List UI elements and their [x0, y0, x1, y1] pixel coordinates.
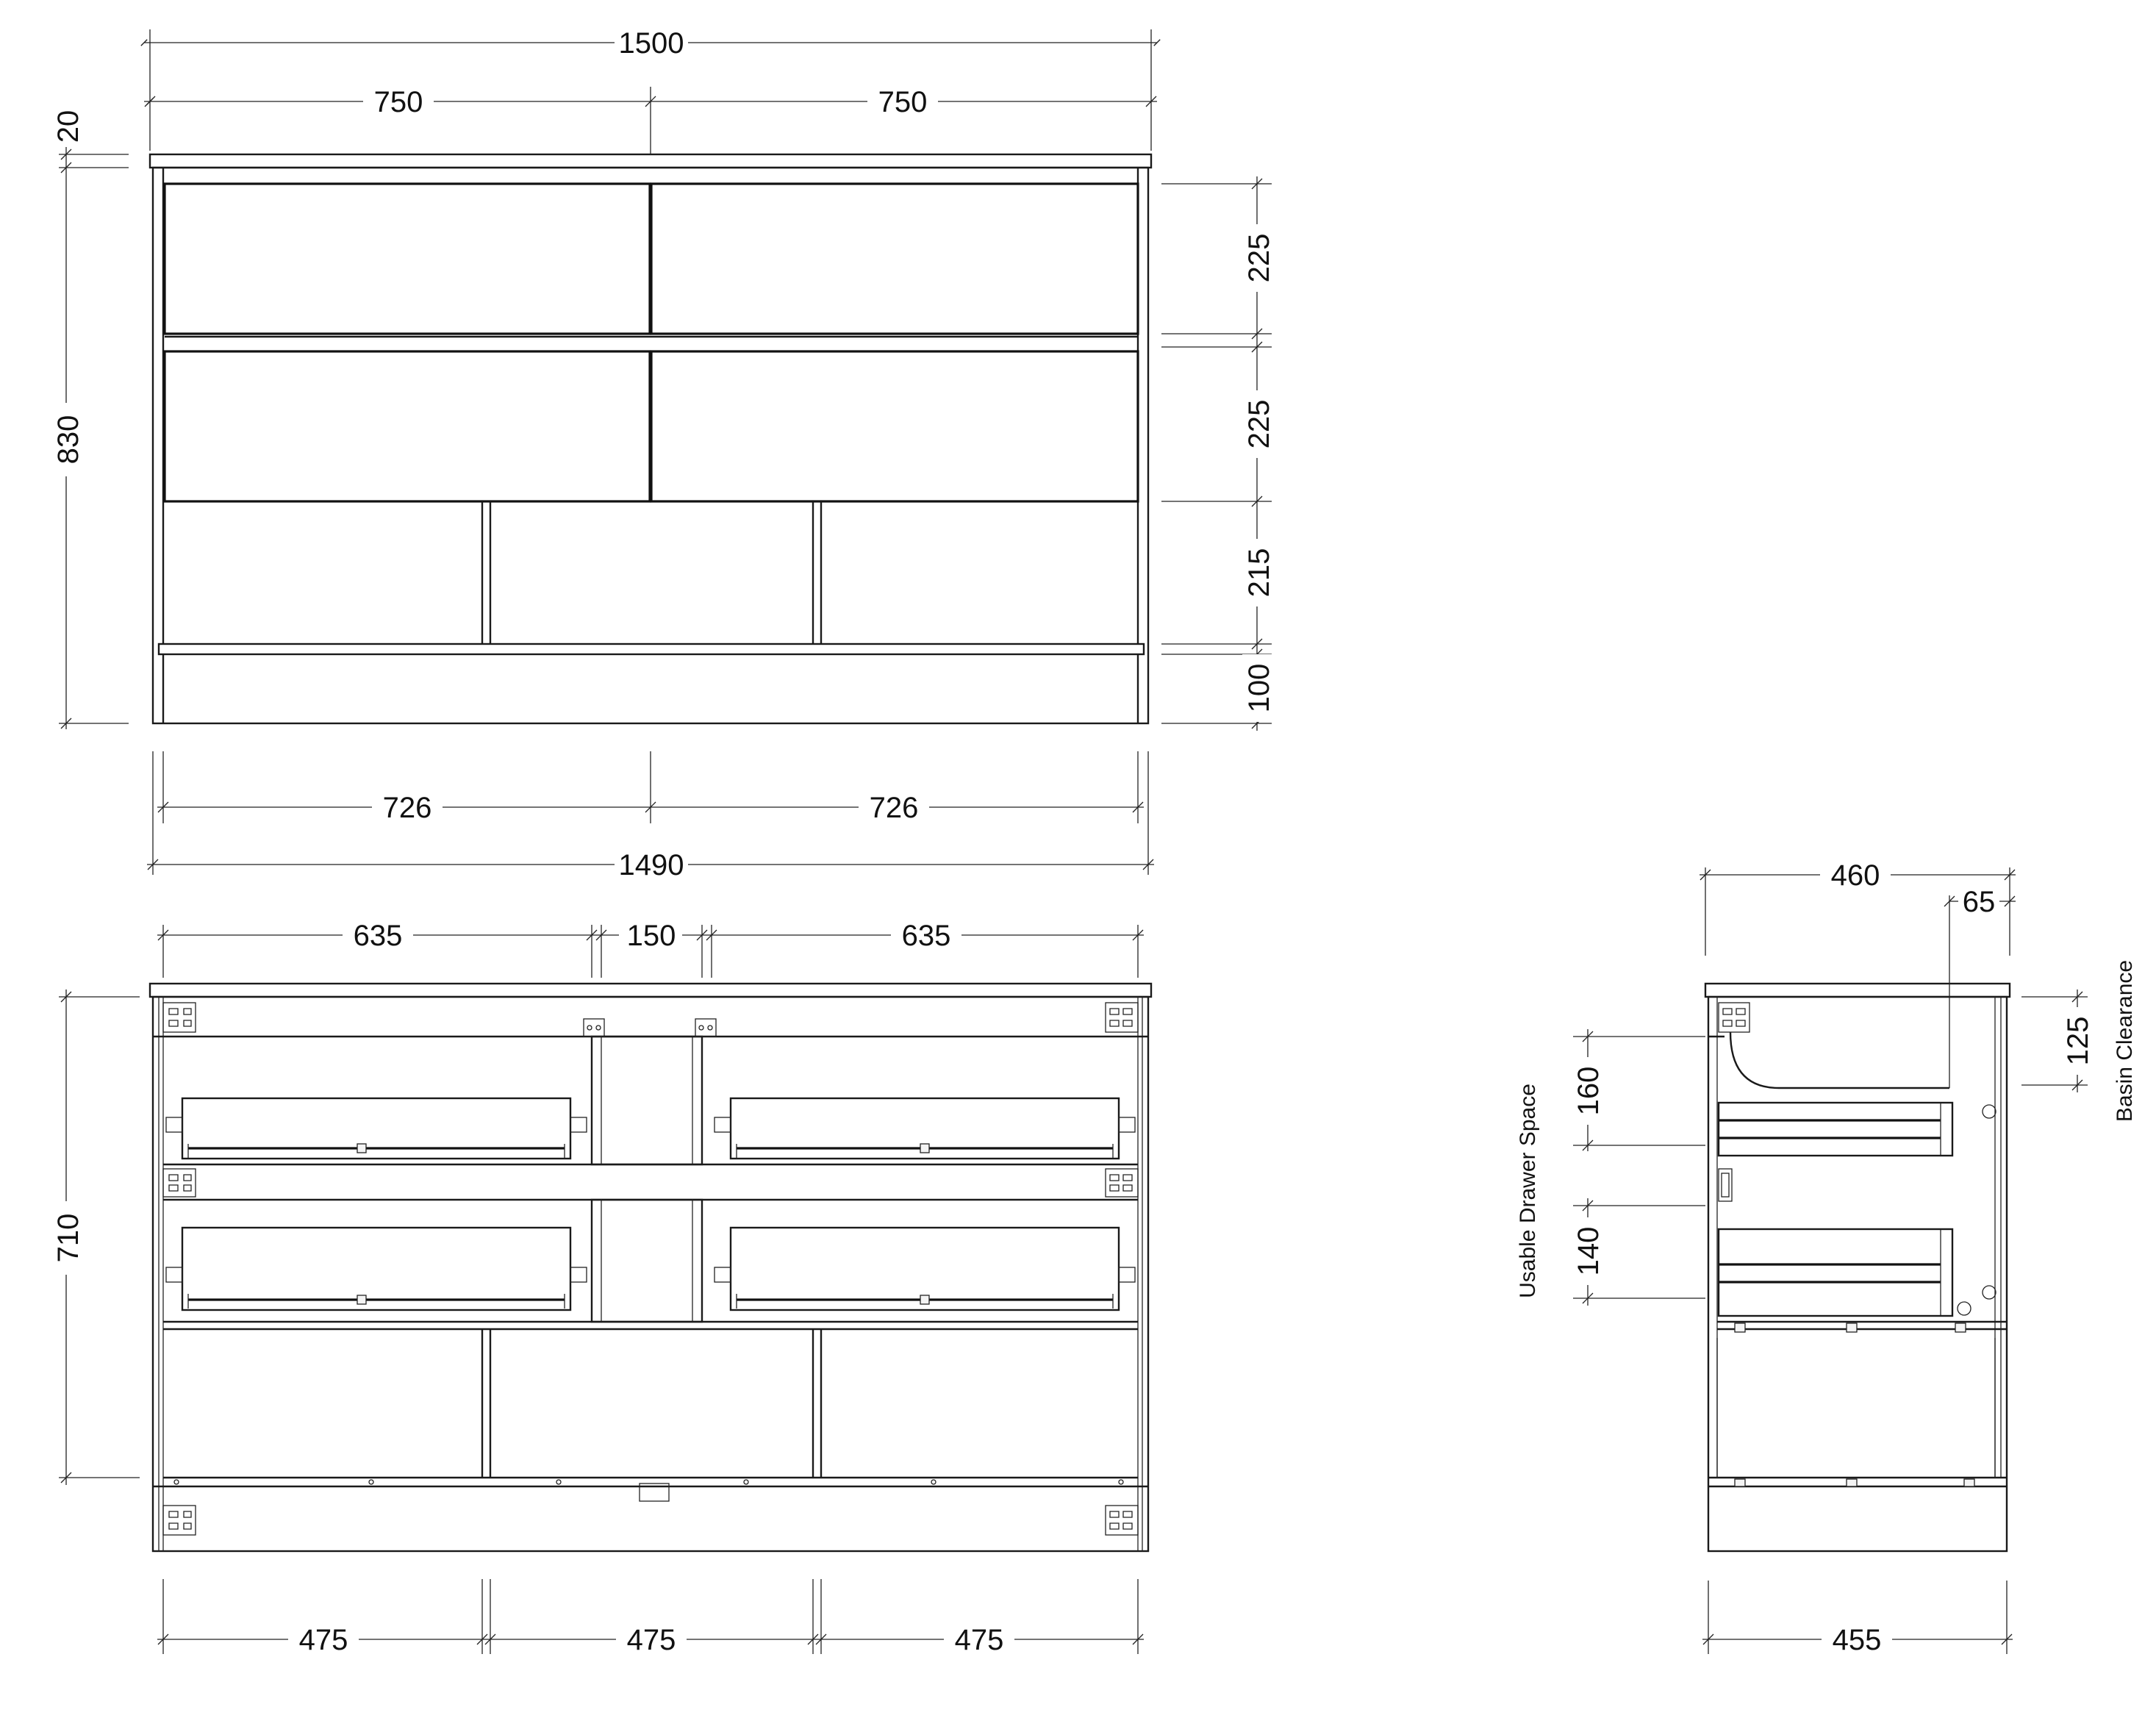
dim-height-right: 225 225 215 100 — [1161, 176, 1275, 731]
dim-drawer-space-2-text: 140 — [1572, 1227, 1605, 1276]
dim-side-depth-top-text: 460 — [1831, 859, 1880, 892]
dim-basin-clearance-text: 125 — [2062, 1017, 2094, 1066]
dim-compartments: 475 475 475 — [157, 1579, 1144, 1656]
front-carcass — [151, 166, 1150, 725]
dim-drawer-1-text: 225 — [1243, 234, 1275, 283]
dim-height-left: 20 830 — [50, 103, 129, 729]
dim-drawer-width-left-text: 635 — [354, 920, 403, 952]
internal-joint-blocks — [162, 1002, 1139, 1536]
side-drawer-upper — [1717, 1101, 1996, 1202]
internal-centre-divider — [590, 1035, 703, 1166]
dim-gap-width-text: 150 — [627, 920, 676, 952]
dim-width-halves: 750 750 — [144, 85, 1157, 154]
internal-lower-compartments — [153, 1329, 1148, 1502]
dim-side-depth-bottom: 455 — [1702, 1581, 2013, 1656]
side-basin-waste — [1729, 1031, 1949, 1089]
front-open-shelf — [481, 501, 823, 644]
dim-basin-offset-text: 65 — [1963, 886, 1996, 918]
dim-height-total-text: 830 — [52, 415, 85, 465]
dim-carcass-total-text: 1490 — [619, 849, 684, 881]
dim-top-thickness-text: 20 — [52, 110, 85, 143]
internal-drawer-mid-right — [714, 1226, 1136, 1311]
internal-view: 635 150 635 710 475 475 — [50, 919, 1153, 1656]
dim-drawer-space-1-text: 160 — [1572, 1067, 1605, 1116]
front-drawer-top-right — [650, 182, 1139, 335]
internal-drawer-mid-left — [165, 1226, 587, 1311]
internal-carcass — [151, 995, 1150, 1553]
dim-carcass-halves: 726 726 — [157, 751, 1144, 824]
dim-plinth-text: 100 — [1243, 664, 1275, 713]
front-drawer-top-left — [163, 182, 651, 335]
dim-internal-height: 710 — [50, 989, 140, 1485]
dim-usable-drawer-space: 160 140 Usable Drawer Space — [1516, 1029, 1705, 1306]
front-drawer-mid-left — [163, 350, 651, 503]
front-benchtop — [148, 153, 1153, 169]
dim-width-right-text: 750 — [878, 86, 928, 118]
dim-internal-height-text: 710 — [52, 1214, 85, 1263]
dim-drawer-2-text: 225 — [1243, 400, 1275, 449]
dim-basin-clearance: 125 Basin Clearance — [2021, 960, 2137, 1122]
dim-width-left-text: 750 — [374, 86, 423, 118]
front-drawer-mid-right — [650, 350, 1139, 503]
dim-carcass-left-text: 726 — [383, 792, 432, 824]
side-view: 460 65 125 Basin Clearance — [1516, 859, 2137, 1656]
dim-side-depth-bottom-text: 455 — [1833, 1624, 1882, 1656]
front-view: 1500 750 750 20 830 — [50, 26, 1275, 881]
dim-internal-widths: 635 150 635 — [157, 919, 1144, 978]
side-carcass — [1707, 995, 2008, 1553]
usable-drawer-space-label: Usable Drawer Space — [1516, 1084, 1540, 1298]
side-drawer-lower — [1717, 1228, 1996, 1333]
basin-clearance-label: Basin Clearance — [2113, 960, 2137, 1122]
front-plinth-shelf — [157, 643, 1145, 656]
dim-compartment-1-text: 475 — [299, 1624, 348, 1656]
dim-compartment-3-text: 475 — [955, 1624, 1004, 1656]
dim-shelf-text: 215 — [1243, 548, 1275, 598]
dim-carcass-total: 1490 — [147, 751, 1154, 881]
side-benchtop — [1704, 982, 2011, 998]
dim-width-total: 1500 — [140, 26, 1161, 151]
internal-drawer-top-right — [714, 1097, 1136, 1160]
dim-side-depth-top: 460 — [1700, 859, 2016, 956]
dim-carcass-right-text: 726 — [870, 792, 919, 824]
dim-drawer-width-right-text: 635 — [902, 920, 951, 952]
internal-drawer-top-left — [165, 1097, 587, 1160]
dim-basin-offset: 65 — [1944, 885, 2016, 918]
dim-width-total-text: 1500 — [619, 27, 684, 60]
internal-benchtop — [148, 982, 1153, 998]
dim-compartment-2-text: 475 — [627, 1624, 676, 1656]
